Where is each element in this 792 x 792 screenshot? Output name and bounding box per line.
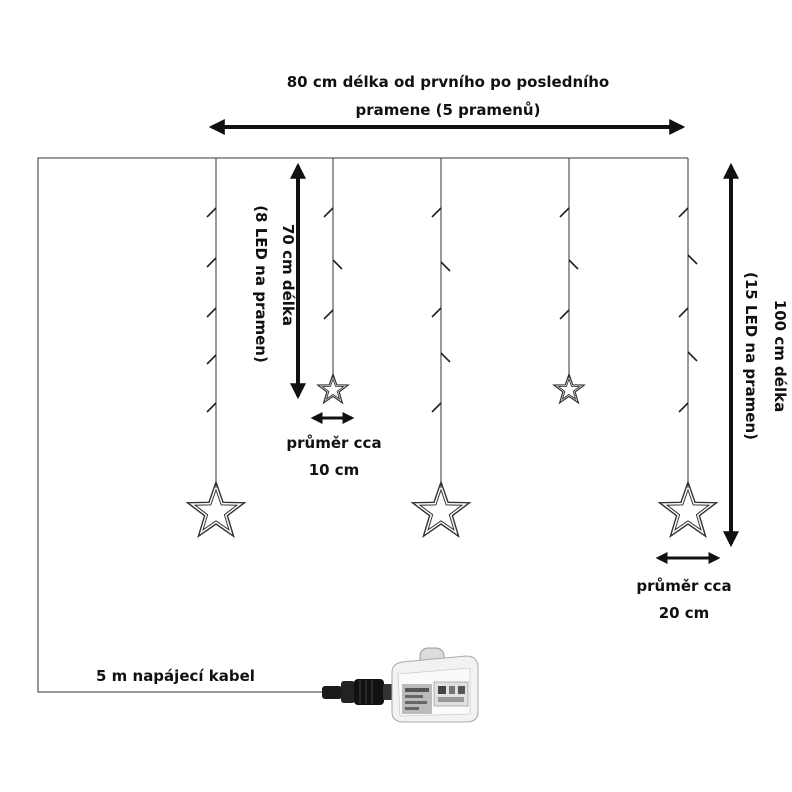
large-star-diameter-label-line2: 20 cm	[658, 604, 710, 622]
large-star-5	[657, 479, 719, 539]
strands	[215, 158, 689, 488]
long-length-label-line1: 100 cm délka	[771, 299, 789, 413]
power-cable-label: 5 m napájecí kabel	[96, 667, 255, 685]
small-star-diameter-label-line1: průměr cca	[286, 434, 382, 452]
large-star-3	[410, 479, 472, 539]
cable-connector	[322, 686, 342, 699]
power-adapter	[322, 647, 479, 723]
dimension-arrows	[208, 119, 739, 564]
top-width-label-line1: 80 cm délka od prvního po posledního	[286, 73, 610, 91]
short-length-label-line2: (8 LED na pramen)	[252, 205, 270, 363]
small-star-4	[552, 372, 586, 405]
long-length-label-line2: (15 LED na pramen)	[742, 271, 760, 441]
short-length-label-line1: 70 cm délka	[279, 224, 297, 326]
small-star-2	[316, 372, 350, 405]
led-bulbs	[206, 207, 698, 413]
main-wire	[37, 157, 688, 693]
stars	[185, 372, 719, 539]
top-width-label-line2: pramene (5 pramenů)	[355, 101, 541, 119]
large-star-diameter-label-line1: průměr cca	[636, 577, 732, 595]
large-star-1	[185, 479, 247, 539]
small-star-diameter-label-line2: 10 cm	[308, 461, 360, 479]
